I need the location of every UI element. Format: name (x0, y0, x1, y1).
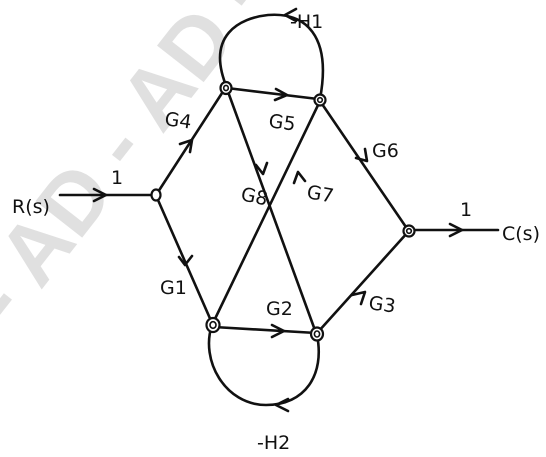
label-g2: G2 (266, 298, 293, 320)
labels: R(s) 1 G4 G1 G5 G8 G7 G6 G2 G3 1 C(s) -H… (12, 11, 540, 454)
branch-g5 (225, 86, 320, 101)
node-top-right (313, 93, 327, 107)
label-in-gain: 1 (111, 167, 123, 189)
branches (58, 13, 500, 407)
branch-g6 (318, 99, 410, 232)
label-g5: G5 (267, 110, 297, 136)
label-h1: -H1 (290, 11, 323, 33)
arrow-h1-icon (283, 7, 298, 23)
branch-g3 (316, 230, 410, 334)
node-output (402, 224, 416, 238)
label-g6: G6 (372, 140, 399, 162)
arrow-g8-icon (254, 161, 269, 176)
arrow-input-icon (92, 187, 108, 203)
watermark: - AD - AD - AD - (0, 0, 407, 342)
arrow-g7-icon (292, 170, 307, 185)
label-out-gain: 1 (460, 199, 472, 221)
arrow-g5-icon (273, 87, 289, 102)
arrow-g1-icon (177, 254, 194, 267)
loop-h2 (207, 323, 320, 407)
label-g7: G7 (305, 181, 335, 207)
label-h2: -H2 (257, 432, 290, 454)
label-g4: G4 (163, 108, 193, 134)
label-input: R(s) (12, 196, 50, 218)
loop-h1 (218, 13, 325, 101)
arrow-g2-icon (270, 323, 286, 339)
node-input (150, 188, 162, 202)
label-g1: G1 (160, 277, 187, 299)
label-output: C(s) (502, 223, 540, 245)
node-top-left (219, 80, 233, 96)
arrow-g6-icon (354, 147, 369, 163)
node-bottom-right (309, 326, 325, 342)
arrow-h2-icon (274, 397, 290, 413)
label-g8: G8 (239, 183, 270, 210)
node-bottom-left (205, 316, 221, 334)
branch-g1 (156, 198, 214, 325)
node-bottom-left-ring (209, 320, 217, 330)
node-output-ring (405, 227, 413, 235)
arrow-output-icon (448, 222, 464, 238)
branch-g8 (225, 87, 318, 335)
arrow-g3-icon (350, 290, 367, 306)
arrow-g4-icon (178, 138, 194, 154)
branch-g7 (211, 99, 322, 325)
node-top-left-ring (222, 84, 230, 92)
node-top-right-ring (316, 96, 324, 104)
label-g3: G3 (367, 292, 397, 318)
branch-g2 (212, 325, 318, 335)
nodes (150, 80, 416, 342)
arrowheads (92, 7, 464, 413)
node-bottom-right-ring (313, 330, 321, 338)
